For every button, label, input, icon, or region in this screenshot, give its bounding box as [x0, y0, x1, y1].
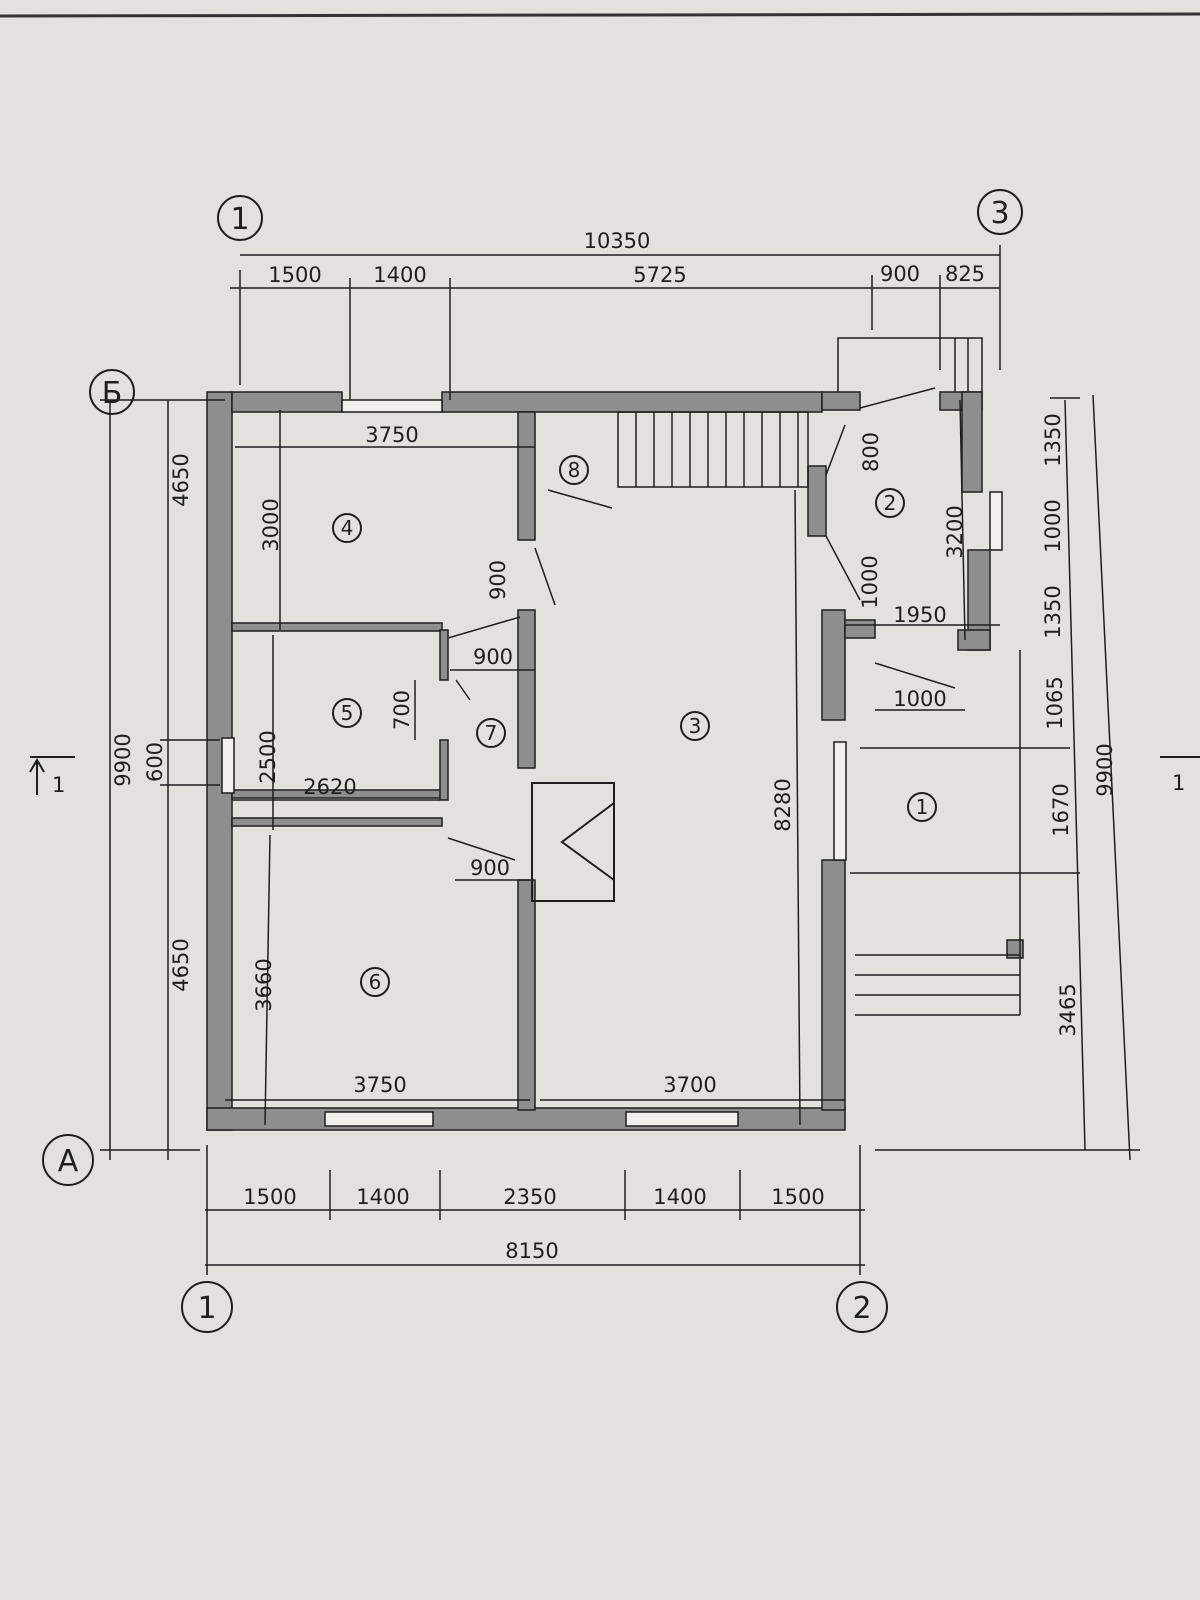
dimension-lines — [100, 245, 1140, 1275]
dimension-label: 1670 — [1049, 783, 1073, 836]
dimension-label: 9900 — [1093, 743, 1117, 796]
dimension-label: 1000 — [858, 555, 882, 608]
axis-label-3: 3 — [990, 196, 1009, 231]
dimension-label: 825 — [945, 262, 985, 286]
dimension-label: 1500 — [771, 1185, 824, 1209]
dimension-label: 900 — [486, 560, 510, 600]
dimension-label: 1065 — [1043, 676, 1067, 729]
dimension-label: 900 — [470, 856, 510, 880]
walls — [206, 391, 1024, 1131]
room-6: 6 — [369, 970, 382, 994]
dimension-label: 3200 — [943, 505, 967, 558]
dimension-label: 800 — [859, 432, 883, 472]
axis-label-1-top: 1 — [230, 202, 249, 237]
dimension-label: 1000 — [1041, 499, 1065, 552]
dimension-label: 2620 — [303, 775, 356, 799]
dimension-label: 1950 — [893, 603, 946, 627]
dimension-label: 3660 — [252, 958, 276, 1011]
dimension-label: 1400 — [653, 1185, 706, 1209]
room-2: 2 — [884, 491, 897, 515]
dimension-label: 1350 — [1041, 585, 1065, 638]
dimension-label: 3465 — [1056, 983, 1080, 1036]
dimension-label: 900 — [473, 645, 513, 669]
axis-label-1-bottom: 1 — [197, 1291, 216, 1326]
dimension-label: 700 — [390, 690, 414, 730]
room-8: 8 — [568, 458, 581, 482]
dimension-label: 1500 — [268, 263, 321, 287]
dimension-label: 2350 — [503, 1185, 556, 1209]
room-1: 1 — [916, 795, 929, 819]
dimension-label: 3750 — [353, 1073, 406, 1097]
dimension-label: 9900 — [111, 733, 135, 786]
dimension-label: 900 — [880, 262, 920, 286]
dimension-label: 2500 — [256, 730, 280, 783]
dimension-label: 3000 — [259, 498, 283, 551]
page-edge — [0, 12, 1200, 18]
section-mark-right: 1 — [1172, 771, 1185, 795]
dimension-label: 4650 — [169, 453, 193, 506]
dimension-label: 8150 — [505, 1239, 558, 1263]
room-7: 7 — [485, 721, 498, 745]
dimension-label: 8280 — [771, 778, 795, 831]
windows — [221, 399, 1003, 1127]
axis-label-b: Б — [102, 376, 123, 411]
dimension-label: 1400 — [373, 263, 426, 287]
door-swings — [447, 387, 956, 861]
dimension-label: 1000 — [893, 687, 946, 711]
dimension-label: 1500 — [243, 1185, 296, 1209]
dimension-labels: 10350 1500 1400 5725 900 825 1500 1400 2… — [111, 229, 1117, 1263]
chimney — [531, 782, 615, 902]
section-mark-left: 1 — [52, 773, 65, 797]
dimension-label: 5725 — [633, 263, 686, 287]
dimension-label: 3700 — [663, 1073, 716, 1097]
room-5: 5 — [341, 701, 354, 725]
dimension-label: 1350 — [1041, 413, 1065, 466]
room-4: 4 — [341, 516, 354, 540]
dimension-label: 10350 — [584, 229, 651, 253]
axis-label-a: А — [58, 1144, 79, 1179]
dimension-label: 1400 — [356, 1185, 409, 1209]
room-numbers: 1 2 3 4 5 6 7 8 — [341, 458, 929, 994]
dimension-label: 600 — [143, 742, 167, 782]
room-3: 3 — [689, 714, 702, 738]
axis-markers — [29, 189, 1200, 1333]
stairs — [617, 337, 1080, 1016]
dimension-label: 3750 — [365, 423, 418, 447]
dimension-label: 4650 — [169, 938, 193, 991]
axis-label-2: 2 — [852, 1291, 871, 1326]
